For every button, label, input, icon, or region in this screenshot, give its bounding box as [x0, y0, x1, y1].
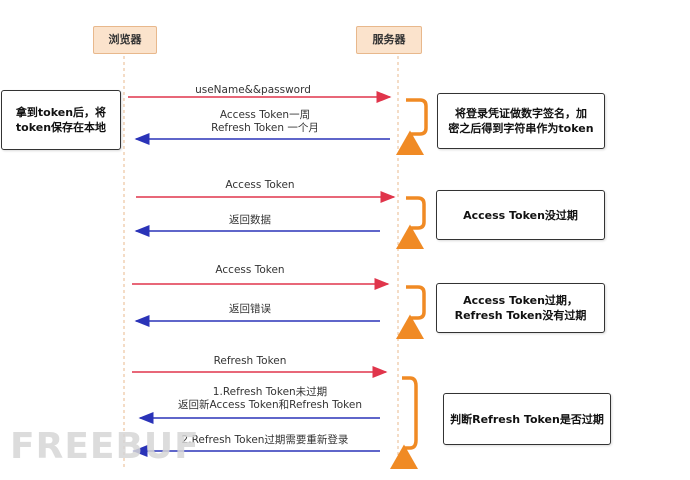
msg-token-response-line2: Refresh Token 一个月 — [211, 122, 319, 134]
msg-access-token-2-label: Access Token — [215, 264, 285, 276]
process-bracket-2 — [396, 196, 426, 249]
msg-refresh-expired-label: 2.Refresh Token过期需要重新登录 — [181, 434, 349, 446]
msg-refresh-valid-label: 1.Refresh Token未过期 返回新Access Token和Refre… — [160, 386, 380, 412]
participant-browser: 浏览器 — [93, 26, 157, 54]
note-access-expired-line2: Refresh Token没有过期 — [454, 309, 587, 322]
note-access-token-expired: Access Token过期， Refresh Token没有过期 — [436, 283, 605, 333]
msg-token-response-line1: Access Token一周 — [219, 109, 311, 121]
note-access-expired-line1: Access Token过期， — [463, 294, 578, 307]
note-server-sign-line2: 密之后得到字符串作为token — [448, 122, 594, 135]
msg-refresh-token-label: Refresh Token — [213, 355, 287, 367]
process-bracket-3 — [396, 285, 426, 339]
note-check-refresh-token: 判断Refresh Token是否过期 — [443, 393, 611, 445]
msg-return-error-label: 返回错误 — [229, 303, 271, 315]
msg-refresh-valid-line2: 返回新Access Token和Refresh Token — [177, 399, 363, 411]
note-client-save-token: 拿到token后，将 token保存在本地 — [1, 90, 121, 150]
participant-server: 服务器 — [356, 26, 422, 54]
note-access-token-valid: Access Token没过期 — [436, 190, 605, 240]
note-server-sign-token: 将登录凭证做数字签名，加 密之后得到字符串作为token — [437, 93, 605, 149]
msg-login-request-label: useName&&password — [195, 84, 311, 96]
note-client-line2: token保存在本地 — [15, 121, 107, 134]
msg-refresh-valid-line1: 1.Refresh Token未过期 — [212, 386, 328, 398]
msg-access-token-1-label: Access Token — [225, 179, 295, 191]
note-server-sign-line1: 将登录凭证做数字签名，加 — [455, 107, 587, 120]
note-client-line1: 拿到token后，将 — [15, 106, 107, 119]
msg-token-response-label: Access Token一周 Refresh Token 一个月 — [175, 109, 355, 135]
freebuf-watermark: FREEBUF — [10, 426, 200, 467]
process-bracket-1 — [396, 98, 428, 155]
process-bracket-4 — [390, 376, 418, 469]
msg-return-data-label: 返回数据 — [229, 214, 271, 226]
